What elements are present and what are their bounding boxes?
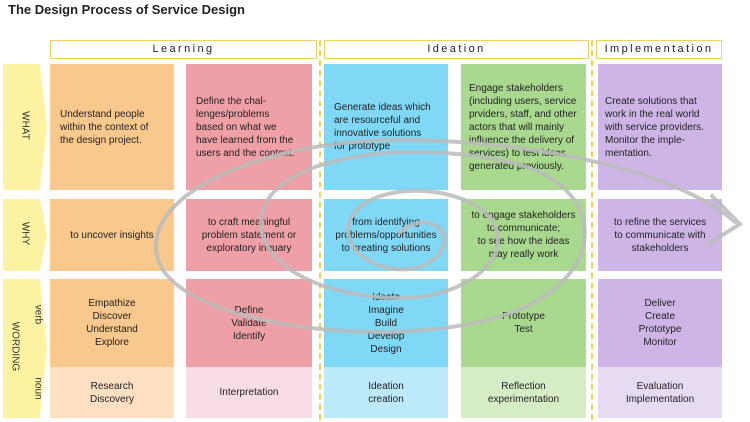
row-label-what: WHAT	[19, 111, 31, 140]
why-cell-ideation-1: from identifying problems/opportunities …	[324, 199, 448, 271]
why-cell-implementation: to refine the services to communicate wi…	[598, 199, 722, 271]
row-label-why: WHY	[19, 221, 31, 246]
noun-cell-implementation: Evaluation Implementation	[598, 367, 722, 418]
verb-cell-learning-2: Define Validate Identify	[186, 279, 312, 367]
noun-cell-learning-1: Research Discovery	[50, 367, 174, 418]
divider-ideation-implementation	[591, 40, 593, 420]
verb-cell-ideation-1: Ideate Imagine Build Develop Design	[324, 279, 448, 367]
what-cell-ideation-2: Engage stakeholders (including users, se…	[461, 64, 586, 190]
side-what: WHAT	[3, 64, 47, 190]
row-label-verb: verb	[32, 304, 44, 325]
noun-cell-learning-2: Interpretation	[186, 367, 312, 418]
what-cell-learning-2: Define the chal- lenges/problems based o…	[186, 64, 312, 190]
why-cell-learning-1: to uncover insights	[50, 199, 174, 271]
divider-learning-ideation	[319, 40, 321, 420]
phase-implementation: Implementation	[596, 40, 722, 59]
verb-cell-implementation: Deliver Create Prototype Monitor	[598, 279, 722, 367]
row-label-wording: WORDING	[9, 321, 21, 372]
verb-cell-ideation-2: Prototype Test	[461, 279, 586, 367]
noun-cell-ideation-2: Reflection experimentation	[461, 367, 586, 418]
side-why: WHY	[3, 199, 47, 271]
phase-ideation: Ideation	[324, 40, 589, 59]
what-cell-ideation-1: Generate ideas which are resourceful and…	[324, 64, 448, 190]
row-label-noun: noun	[32, 377, 44, 400]
page-title: The Design Process of Service Design	[8, 2, 245, 17]
phase-learning: Learning	[50, 40, 317, 59]
noun-cell-ideation-1: Ideation creation	[324, 367, 448, 418]
what-cell-learning-1: Understand people within the context of …	[50, 64, 174, 190]
why-cell-learning-2: to craft meaningful problem statement or…	[186, 199, 312, 271]
side-wording: WORDING verb noun	[3, 279, 47, 418]
why-cell-ideation-2: to engage stakeholders to communicate; t…	[461, 199, 586, 271]
verb-cell-learning-1: Empathize Discover Understand Explore	[50, 279, 174, 367]
what-cell-implementation: Create solutions that work in the real w…	[598, 64, 722, 190]
